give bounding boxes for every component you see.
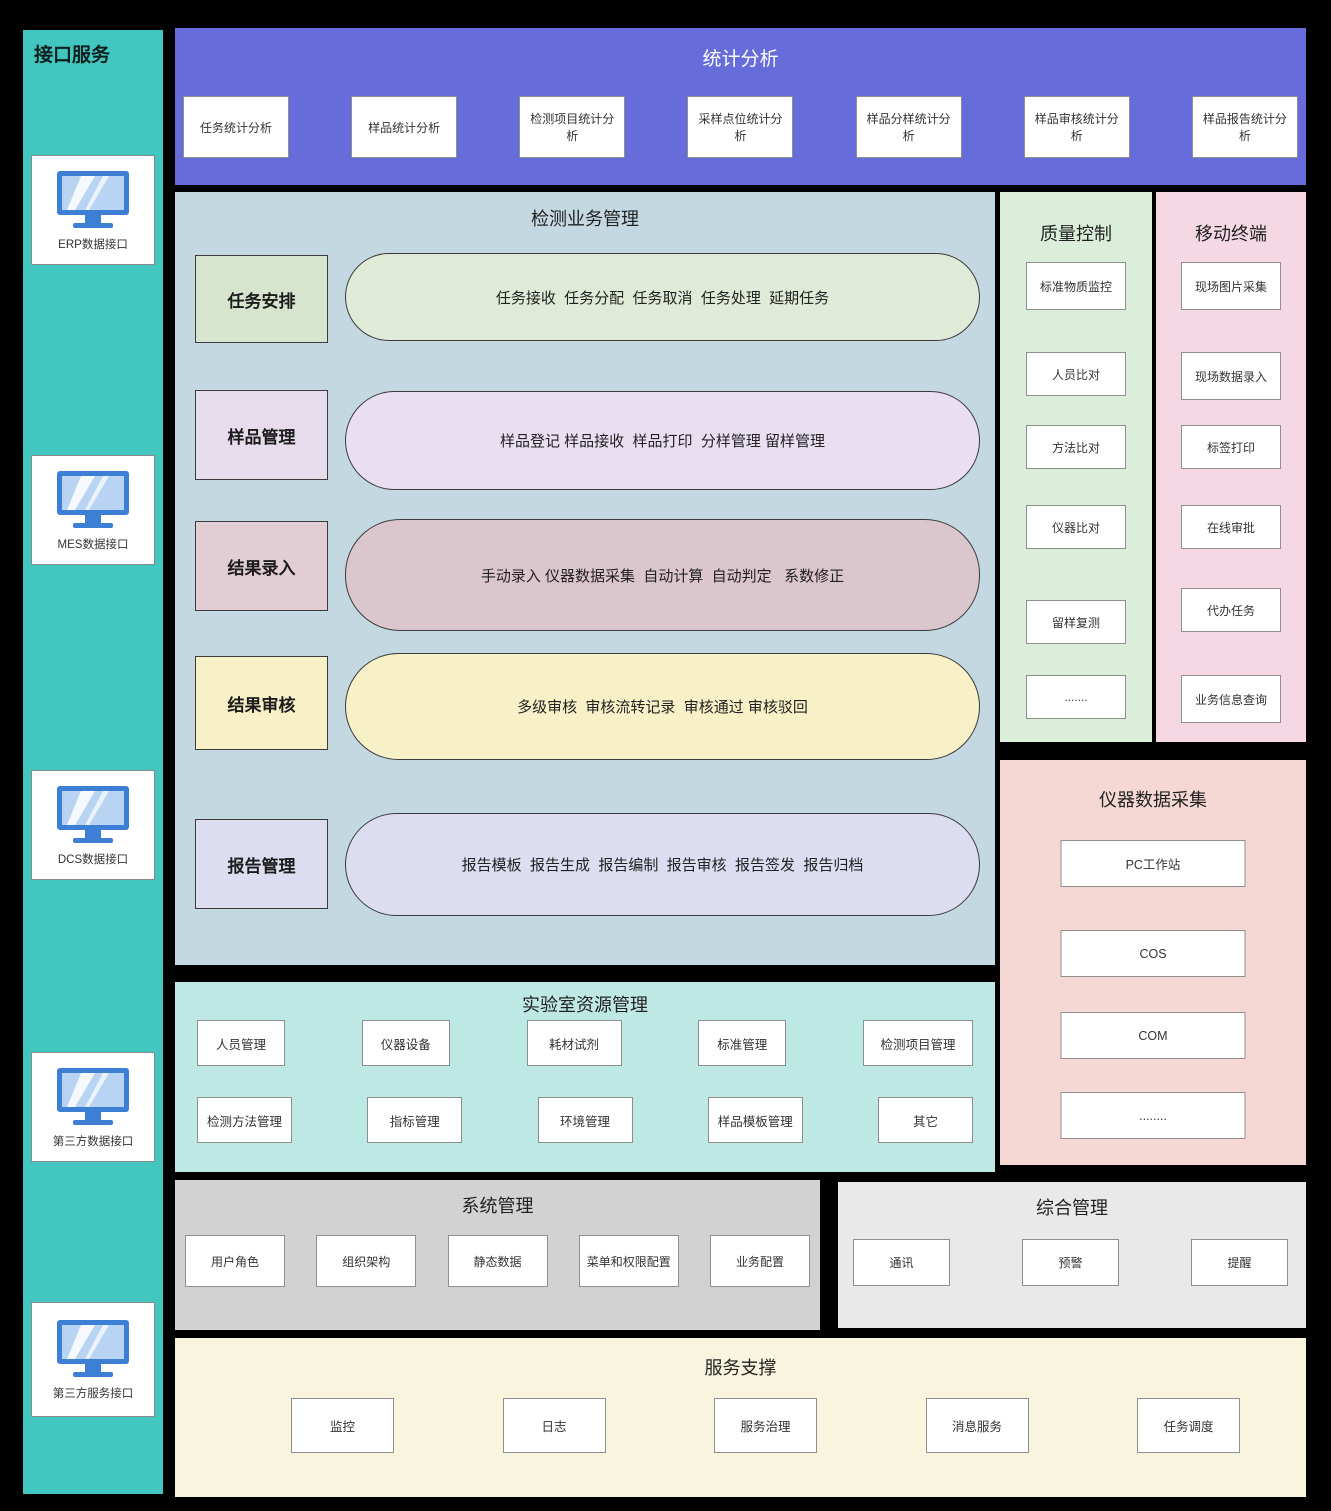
svc-item: 服务治理 (714, 1398, 817, 1453)
testing-business-title: 检测业务管理 (531, 209, 639, 229)
lab-item: 标准管理 (698, 1020, 787, 1066)
instrument-data-title: 仪器数据采集 (1099, 790, 1207, 810)
lab-item: 检测方法管理 (197, 1097, 292, 1143)
interface-item-label: DCS数据接口 (57, 853, 129, 866)
interface-services-title: 接口服务 (34, 45, 111, 66)
comp-item: 提醒 (1191, 1239, 1288, 1286)
row-label-task: 任务安排 (195, 255, 328, 343)
interface-item-label: 第三方服务接口 (52, 1388, 134, 1400)
lab-item: 其它 (878, 1097, 973, 1143)
lab-resources-row1: 人员管理 仪器设备 耗材试剂 标准管理 检测项目管理 (197, 1020, 973, 1066)
instrument-item: COS (1060, 930, 1246, 977)
lab-resources-panel: 实验室资源管理 人员管理 仪器设备 耗材试剂 标准管理 检测项目管理 检测方法管… (175, 982, 995, 1172)
row-label-sample: 样品管理 (195, 390, 328, 480)
mobile-item: 在线审批 (1181, 505, 1281, 549)
row-pill-sample: 样品登记 样品接收 样品打印 分样管理 留样管理 (345, 391, 980, 490)
row-pill-result-review: 多级审核 审核流转记录 审核通过 审核驳回 (345, 653, 980, 760)
system-management-items: 用户角色 组织架构 静态数据 菜单和权限配置 业务配置 (185, 1235, 810, 1287)
stat-item: 检测项目统计分析 (519, 96, 626, 158)
stat-item: 采样点位统计分析 (687, 96, 794, 158)
row-label-report: 报告管理 (195, 819, 328, 909)
mobile-item: 现场数据录入 (1181, 352, 1281, 400)
interface-item-erp: ERP数据接口 (31, 155, 155, 265)
service-support-panel: 服务支撑 监控 日志 服务治理 消息服务 任务调度 (175, 1338, 1306, 1497)
stat-item: 样品报告统计分析 (1191, 96, 1298, 158)
row-pill-task: 任务接收 任务分配 任务取消 任务处理 延期任务 (345, 253, 980, 341)
row-pill-result-entry: 手动录入 仪器数据采集 自动计算 自动判定 系数修正 (345, 519, 980, 631)
lab-item: 仪器设备 (361, 1020, 450, 1066)
sys-item: 菜单和权限配置 (578, 1235, 679, 1287)
system-management-panel: 系统管理 用户角色 组织架构 静态数据 菜单和权限配置 业务配置 (175, 1180, 820, 1330)
lab-item: 人员管理 (197, 1020, 285, 1066)
statistical-analysis-panel: 统计分析 任务统计分析 样品统计分析 检测项目统计分析 采样点位统计分析 样品分… (175, 28, 1306, 185)
stat-item: 样品审核统计分析 (1023, 96, 1130, 158)
statistical-analysis-items: 任务统计分析 样品统计分析 检测项目统计分析 采样点位统计分析 样品分样统计分析… (183, 96, 1298, 158)
interface-item-label: MES数据接口 (57, 538, 129, 551)
lab-item: 样品模板管理 (707, 1097, 803, 1143)
instrument-item: COM (1060, 1012, 1246, 1059)
row-label-result-review: 结果审核 (195, 656, 328, 750)
lab-item: 指标管理 (367, 1097, 463, 1143)
sys-item: 组织架构 (316, 1235, 417, 1287)
instrument-item: ........ (1060, 1092, 1246, 1139)
qc-item: 留样复测 (1026, 600, 1126, 644)
interface-item-label: ERP数据接口 (58, 238, 128, 251)
svc-item: 任务调度 (1137, 1398, 1240, 1453)
qc-item: ....... (1026, 675, 1126, 719)
interface-item-thirdparty-data: 第三方数据接口 (31, 1052, 155, 1162)
comprehensive-management-items: 通讯 预警 提醒 (853, 1239, 1288, 1286)
monitor-icon (51, 1066, 135, 1128)
interface-item-dcs: DCS数据接口 (31, 770, 155, 880)
interface-item-label: 第三方数据接口 (52, 1135, 134, 1148)
interface-item-thirdparty-service: 第三方服务接口 (31, 1302, 155, 1417)
sys-item: 业务配置 (710, 1235, 810, 1287)
monitor-icon (51, 1318, 135, 1380)
mobile-item: 现场图片采集 (1181, 262, 1281, 310)
quality-control-panel: 质量控制 标准物质监控 人员比对 方法比对 仪器比对 留样复测 ....... (1000, 192, 1152, 742)
svc-item: 消息服务 (925, 1398, 1029, 1453)
stat-item: 任务统计分析 (183, 96, 289, 158)
testing-business-panel: 检测业务管理 任务安排 任务接收 任务分配 任务取消 任务处理 延期任务 样品管… (175, 192, 995, 965)
lab-item: 环境管理 (537, 1097, 633, 1143)
row-label-result-entry: 结果录入 (195, 521, 328, 611)
qc-item: 方法比对 (1026, 425, 1126, 469)
mobile-item: 业务信息查询 (1181, 675, 1281, 723)
monitor-icon (51, 469, 135, 531)
stat-item: 样品统计分析 (351, 96, 458, 158)
lab-resources-title: 实验室资源管理 (522, 995, 648, 1015)
comp-item: 预警 (1022, 1239, 1119, 1286)
qc-item: 仪器比对 (1026, 505, 1126, 549)
qc-item: 人员比对 (1026, 352, 1126, 396)
monitor-icon (51, 784, 135, 846)
comprehensive-management-panel: 综合管理 通讯 预警 提醒 (838, 1182, 1306, 1328)
svc-item: 监控 (291, 1398, 394, 1453)
statistical-analysis-title: 统计分析 (702, 49, 779, 70)
service-support-items: 监控 日志 服务治理 消息服务 任务调度 (291, 1398, 1240, 1453)
instrument-data-panel: 仪器数据采集 PC工作站 COS COM ........ (1000, 760, 1306, 1165)
svc-item: 日志 (502, 1398, 606, 1453)
interface-services-panel: 接口服务 ERP数据接口 MES数据接口 DCS数据接口 第三方数据接口 (23, 30, 163, 1494)
system-management-title: 系统管理 (461, 1196, 534, 1216)
comprehensive-management-title: 综合管理 (1036, 1198, 1108, 1218)
monitor-icon (51, 169, 135, 231)
interface-item-mes: MES数据接口 (31, 455, 155, 565)
lab-item: 耗材试剂 (526, 1020, 622, 1066)
lab-item: 检测项目管理 (863, 1020, 973, 1066)
mobile-terminal-panel: 移动终端 现场图片采集 现场数据录入 标签打印 在线审批 代办任务 业务信息查询 (1156, 192, 1306, 742)
service-support-title: 服务支撑 (704, 1358, 777, 1378)
row-pill-report: 报告模板 报告生成 报告编制 报告审核 报告签发 报告归档 (345, 813, 980, 916)
lab-resources-row2: 检测方法管理 指标管理 环境管理 样品模板管理 其它 (197, 1097, 973, 1143)
instrument-item: PC工作站 (1060, 840, 1246, 887)
qc-item: 标准物质监控 (1026, 262, 1126, 310)
comp-item: 通讯 (853, 1239, 950, 1286)
stat-item: 样品分样统计分析 (855, 96, 962, 158)
mobile-item: 标签打印 (1181, 425, 1281, 469)
sys-item: 静态数据 (447, 1235, 548, 1287)
mobile-item: 代办任务 (1181, 588, 1281, 632)
quality-control-title: 质量控制 (1040, 224, 1112, 244)
mobile-terminal-title: 移动终端 (1195, 224, 1267, 244)
sys-item: 用户角色 (185, 1235, 285, 1287)
